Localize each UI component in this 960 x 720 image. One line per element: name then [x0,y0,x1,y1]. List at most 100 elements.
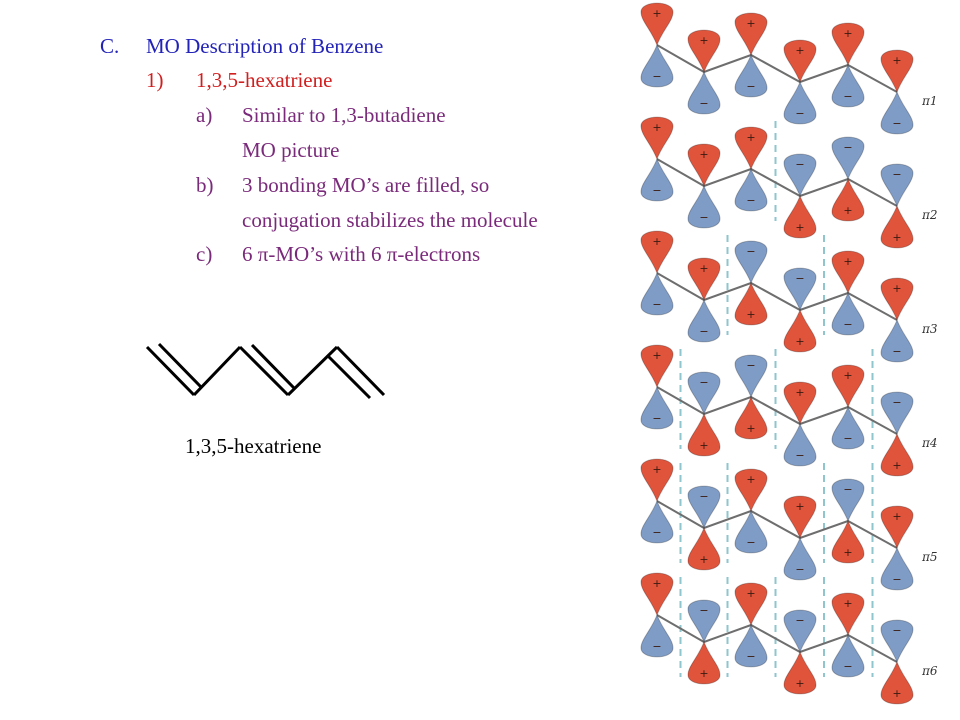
outline-marker-c: C. [100,34,120,58]
p-orbital-lower-lobe [687,526,721,571]
sign-label: + [843,27,852,40]
p-orbital-lower-lobe [640,499,674,544]
mo-level-label: π5 [921,550,938,564]
sign-label: − [843,660,852,673]
sign-label: − [746,536,755,549]
sigma-framework [656,614,898,663]
sign-label: − [843,483,852,496]
sign-label: + [892,459,901,472]
sigma-framework [656,44,898,93]
p-orbital-upper-lobe [640,344,674,389]
outline-a-text-1: Similar to 1,3-butadiene [242,103,446,127]
bond-5 [335,345,386,397]
p-orbital-lower-lobe [783,650,817,695]
p-orbital-upper-lobe [734,126,768,171]
sign-label: + [795,221,804,234]
sign-label: + [795,386,804,399]
p-orbital-upper-lobe [783,153,817,198]
sign-label: − [746,650,755,663]
bond-1-double [157,342,203,389]
outline-b-text-2: conjugation stabilizes the molecule [242,208,538,232]
sign-label: − [892,573,901,586]
p-orbital-lower-lobe [783,194,817,239]
sign-label: − [746,245,755,258]
p-orbital-lower-lobe [640,157,674,202]
sign-label: + [892,282,901,295]
sign-label: − [652,298,661,311]
p-orbital-lower-lobe [880,660,914,705]
sign-label: − [795,158,804,171]
sign-label: − [892,345,901,358]
outline-item-1: 1)1,3,5-hexatriene [146,68,332,92]
p-orbital-upper-lobe [831,136,865,181]
sign-label: + [795,677,804,690]
sign-label: + [699,553,708,566]
p-orbital-upper-lobe [831,592,865,637]
mo-level-label: π3 [921,322,938,336]
sign-label: + [699,667,708,680]
sign-label: − [699,490,708,503]
p-orbital-lower-lobe [734,623,768,668]
bond-5-double [325,353,372,400]
p-orbital-lower-lobe [831,291,865,336]
sign-label: − [892,624,901,637]
mo-level-π4: +−−+−++−+−−+π4 [640,344,938,477]
p-orbital-lower-lobe [640,43,674,88]
outline-item-a: a)Similar to 1,3-butadiene [196,103,446,127]
outline-item-b: b)3 bonding MO’s are filled, so [196,173,489,197]
p-orbital-lower-lobe [734,53,768,98]
sigma-framework [656,386,898,435]
mo-level-label: π6 [921,664,938,678]
p-orbital-lower-lobe [734,395,768,440]
sign-label: − [892,117,901,130]
sign-label: + [699,148,708,161]
hexatriene-caption: 1,3,5-hexatriene [185,434,322,458]
mo-level-π3: +−+−−+−++−+−π3 [640,230,938,363]
sign-label: − [699,604,708,617]
sign-label: + [699,439,708,452]
sign-label: + [746,473,755,486]
sign-label: − [843,318,852,331]
p-orbital-lower-lobe [734,509,768,554]
p-orbital-upper-lobe [783,495,817,540]
p-orbital-lower-lobe [640,613,674,658]
sign-label: + [746,17,755,30]
outline-b-text-1: 3 bonding MO’s are filled, so [242,173,490,197]
sign-label: + [795,44,804,57]
mo-level-label: π4 [921,436,938,450]
p-orbital-lower-lobe [880,204,914,249]
sign-label: − [652,412,661,425]
p-orbital-lower-lobe [687,70,721,115]
p-orbital-lower-lobe [783,422,817,467]
outline-marker-c2: c) [196,242,213,266]
p-orbital-lower-lobe [880,90,914,135]
sign-label: − [892,396,901,409]
sign-label: − [843,90,852,103]
sign-label: + [746,131,755,144]
sign-label: − [652,526,661,539]
p-orbital-upper-lobe [734,12,768,57]
p-orbital-upper-lobe [831,250,865,295]
sign-label: − [746,359,755,372]
p-orbital-upper-lobe [783,267,817,312]
sign-label: + [843,546,852,559]
sign-label: + [746,587,755,600]
p-orbital-lower-lobe [687,184,721,229]
sign-label: + [843,255,852,268]
sign-label: + [652,235,661,248]
p-orbital-upper-lobe [640,458,674,503]
bond-1 [145,345,196,397]
sign-label: − [699,376,708,389]
outline-item-c: C.MO Description of Benzene [100,34,383,58]
sign-label: − [652,640,661,653]
outline-item-b-cont: conjugation stabilizes the molecule [242,208,538,232]
p-orbital-lower-lobe [880,432,914,477]
p-orbital-lower-lobe [831,633,865,678]
p-orbital-lower-lobe [783,536,817,581]
outline-item-c2: c)6 π-MO’s with 6 π-electrons [196,242,480,266]
p-orbital-upper-lobe [880,49,914,94]
mo-level-label: π1 [921,94,938,108]
sign-label: − [795,449,804,462]
sign-label: − [746,194,755,207]
p-orbital-upper-lobe [783,381,817,426]
